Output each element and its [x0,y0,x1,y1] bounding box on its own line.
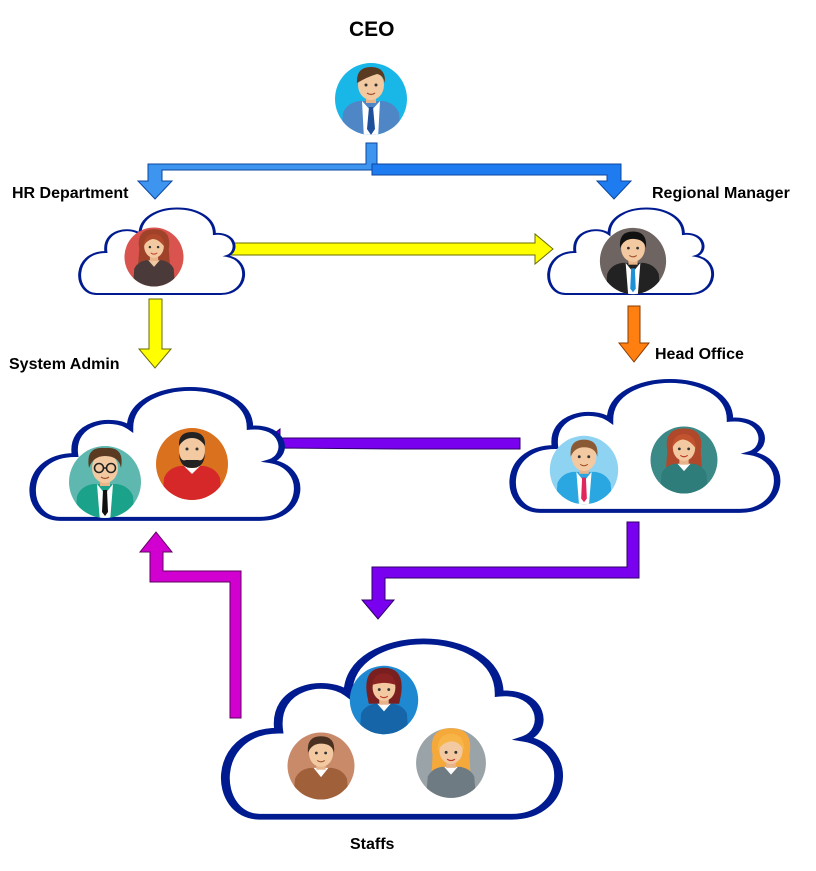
arrow-headoffice-to-staffs [360,521,640,620]
arrow-regional-to-headoffice [617,305,651,363]
arrow-staffs-to-sysadmin [138,531,242,719]
system-admin-label: System Admin [9,356,120,373]
arrow-hr-to-sysadmin [137,298,173,369]
arrow-hr-to-regional [223,232,554,266]
arrow-ceo-to-hr [136,142,378,200]
head-office-label: Head Office [655,346,744,363]
arrow-headoffice-to-sysadmin [261,427,521,459]
staffs-label: Staffs [350,836,395,853]
hr-department-label: HR Department [12,185,129,202]
connectors [136,142,651,719]
arrow-ceo-to-regional [371,163,633,200]
regional-manager-label: Regional Manager [652,185,790,202]
man-blue-tie-avatar [335,63,407,139]
ceo-label: CEO [349,18,395,41]
cloud-headoffice [513,381,777,511]
